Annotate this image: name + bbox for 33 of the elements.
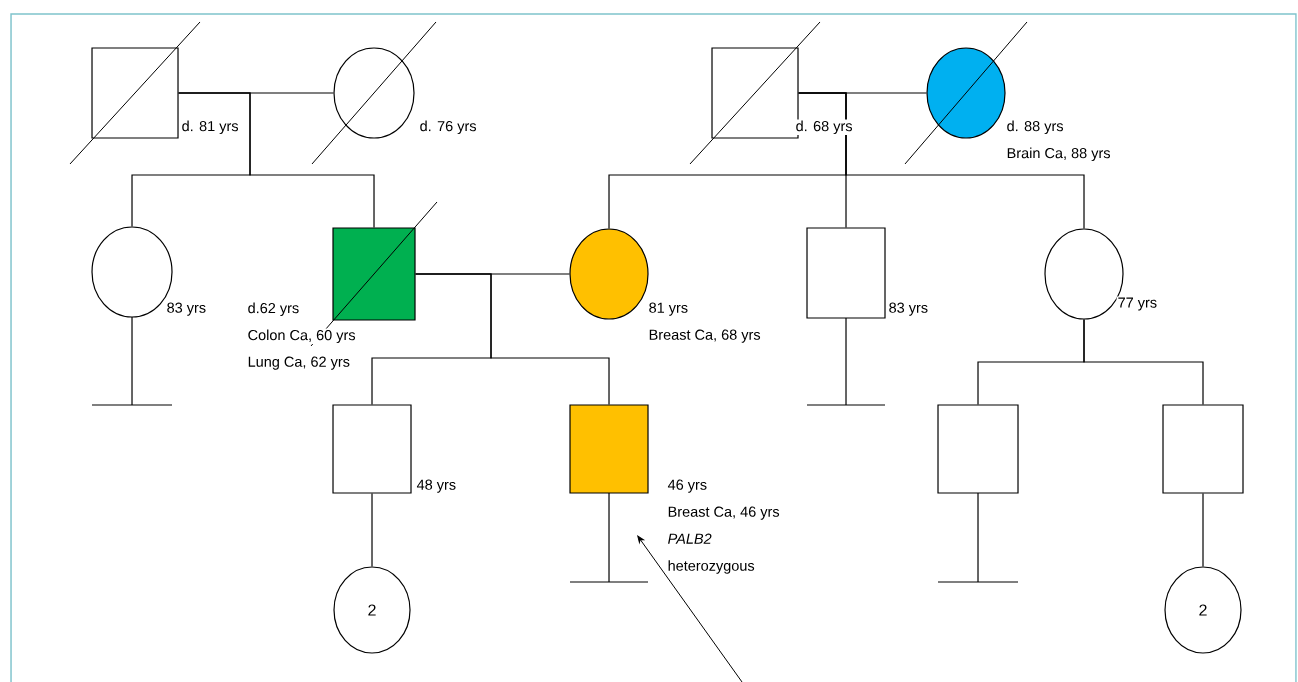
deceased-male-symbol xyxy=(69,21,201,165)
person-note: 81 yrs xyxy=(647,301,690,317)
person-note: 46 yrs xyxy=(666,478,709,494)
male-symbol xyxy=(332,404,412,494)
pedigree-line xyxy=(371,493,373,567)
pedigree-line xyxy=(178,92,375,228)
person-note: PALB2 heterozygous xyxy=(666,532,769,575)
deceased-male-symbol xyxy=(310,201,438,347)
deceased-female-symbol xyxy=(311,21,437,165)
person-note: d. 81 yrs xyxy=(180,119,240,136)
pedigree-line xyxy=(415,273,610,405)
male-symbol xyxy=(937,404,1019,494)
person-note: 83 yrs xyxy=(887,301,930,317)
person-note: Breast Ca, 68 yrs xyxy=(647,328,762,344)
female-symbol xyxy=(569,228,649,320)
pedigree-line xyxy=(1083,319,1204,405)
person-note: d. 68 yrs xyxy=(794,119,854,136)
person-note: d. 76 yrs xyxy=(418,119,478,136)
person-note: Breast Ca, 46 yrs xyxy=(666,505,781,521)
person-note: 77 yrs xyxy=(1116,296,1159,312)
person-note: 48 yrs xyxy=(415,478,458,494)
person-note: 83 yrs xyxy=(165,301,208,317)
pedigree-line xyxy=(1202,493,1204,567)
person-note: Lung Ca, 62 yrs xyxy=(246,355,351,371)
person-note: Brain Ca, 88 yrs xyxy=(1005,146,1112,163)
pedigree-line xyxy=(798,92,1085,229)
male-symbol xyxy=(806,227,886,319)
proband-arrow xyxy=(637,535,743,682)
person-note: d. 88 yrs xyxy=(1005,119,1065,136)
person-note: Colon Ca, 60 yrs xyxy=(246,328,357,345)
male-symbol xyxy=(1162,404,1244,494)
person-note: d.62 yrs xyxy=(246,301,301,318)
proband-symbol xyxy=(569,404,649,494)
